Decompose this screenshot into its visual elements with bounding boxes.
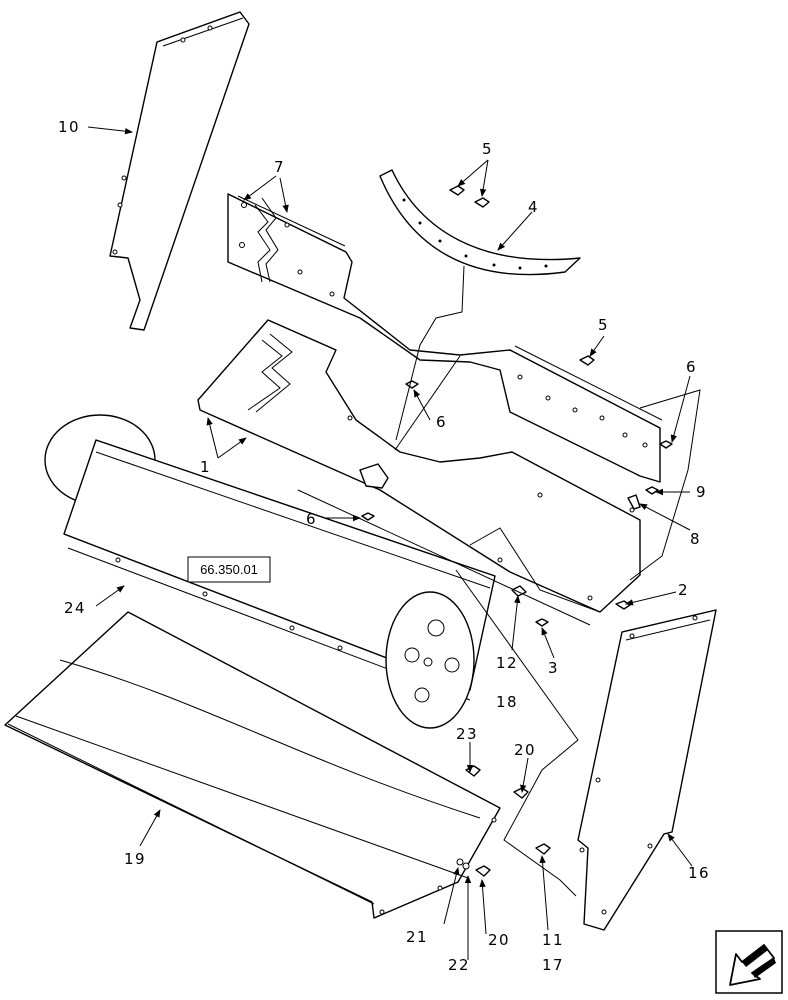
side-panel-left xyxy=(109,11,250,331)
callout-12: 12 xyxy=(496,654,518,672)
leader-lines xyxy=(87,126,693,960)
reference-box-label: 66.350.01 xyxy=(200,562,258,577)
callout-10: 10 xyxy=(58,118,80,136)
callout-9: 9 xyxy=(696,483,707,501)
side-panel-right xyxy=(577,609,717,931)
previous-page-arrow-icon[interactable] xyxy=(715,930,783,994)
callout-3: 3 xyxy=(548,659,559,677)
callout-6-right: 6 xyxy=(686,358,697,376)
assembly-lines xyxy=(297,265,701,897)
callout-6-middle: 6 xyxy=(436,413,447,431)
callout-19: 19 xyxy=(124,850,146,868)
callout-1: 1 xyxy=(200,458,211,476)
lower-beam xyxy=(197,319,641,613)
drum xyxy=(44,414,496,729)
callout-20-bottom: 20 xyxy=(488,931,510,949)
callout-24: 24 xyxy=(64,599,86,617)
curved-strip xyxy=(379,169,581,276)
callout-2: 2 xyxy=(678,581,689,599)
callout-16: 16 xyxy=(688,864,710,882)
callout-17: 17 xyxy=(542,956,564,974)
callout-4: 4 xyxy=(528,198,539,216)
callout-20-top: 20 xyxy=(514,741,536,759)
callout-5-top: 5 xyxy=(482,140,493,158)
callouts: 10 7 5 4 5 6 6 1 9 6 8 2 24 3 12 18 23 2… xyxy=(58,118,710,974)
callout-22: 22 xyxy=(448,956,470,974)
callout-7: 7 xyxy=(274,158,285,176)
callout-6-left: 6 xyxy=(306,510,317,528)
floor-pan xyxy=(4,611,501,919)
callout-21: 21 xyxy=(406,928,428,946)
callout-23: 23 xyxy=(456,725,478,743)
upper-beam xyxy=(227,193,663,483)
reference-box[interactable]: 66.350.01 xyxy=(187,556,271,583)
callout-18: 18 xyxy=(496,693,518,711)
callout-5-right: 5 xyxy=(598,316,609,334)
callout-8: 8 xyxy=(690,530,701,548)
callout-11: 11 xyxy=(542,931,564,949)
